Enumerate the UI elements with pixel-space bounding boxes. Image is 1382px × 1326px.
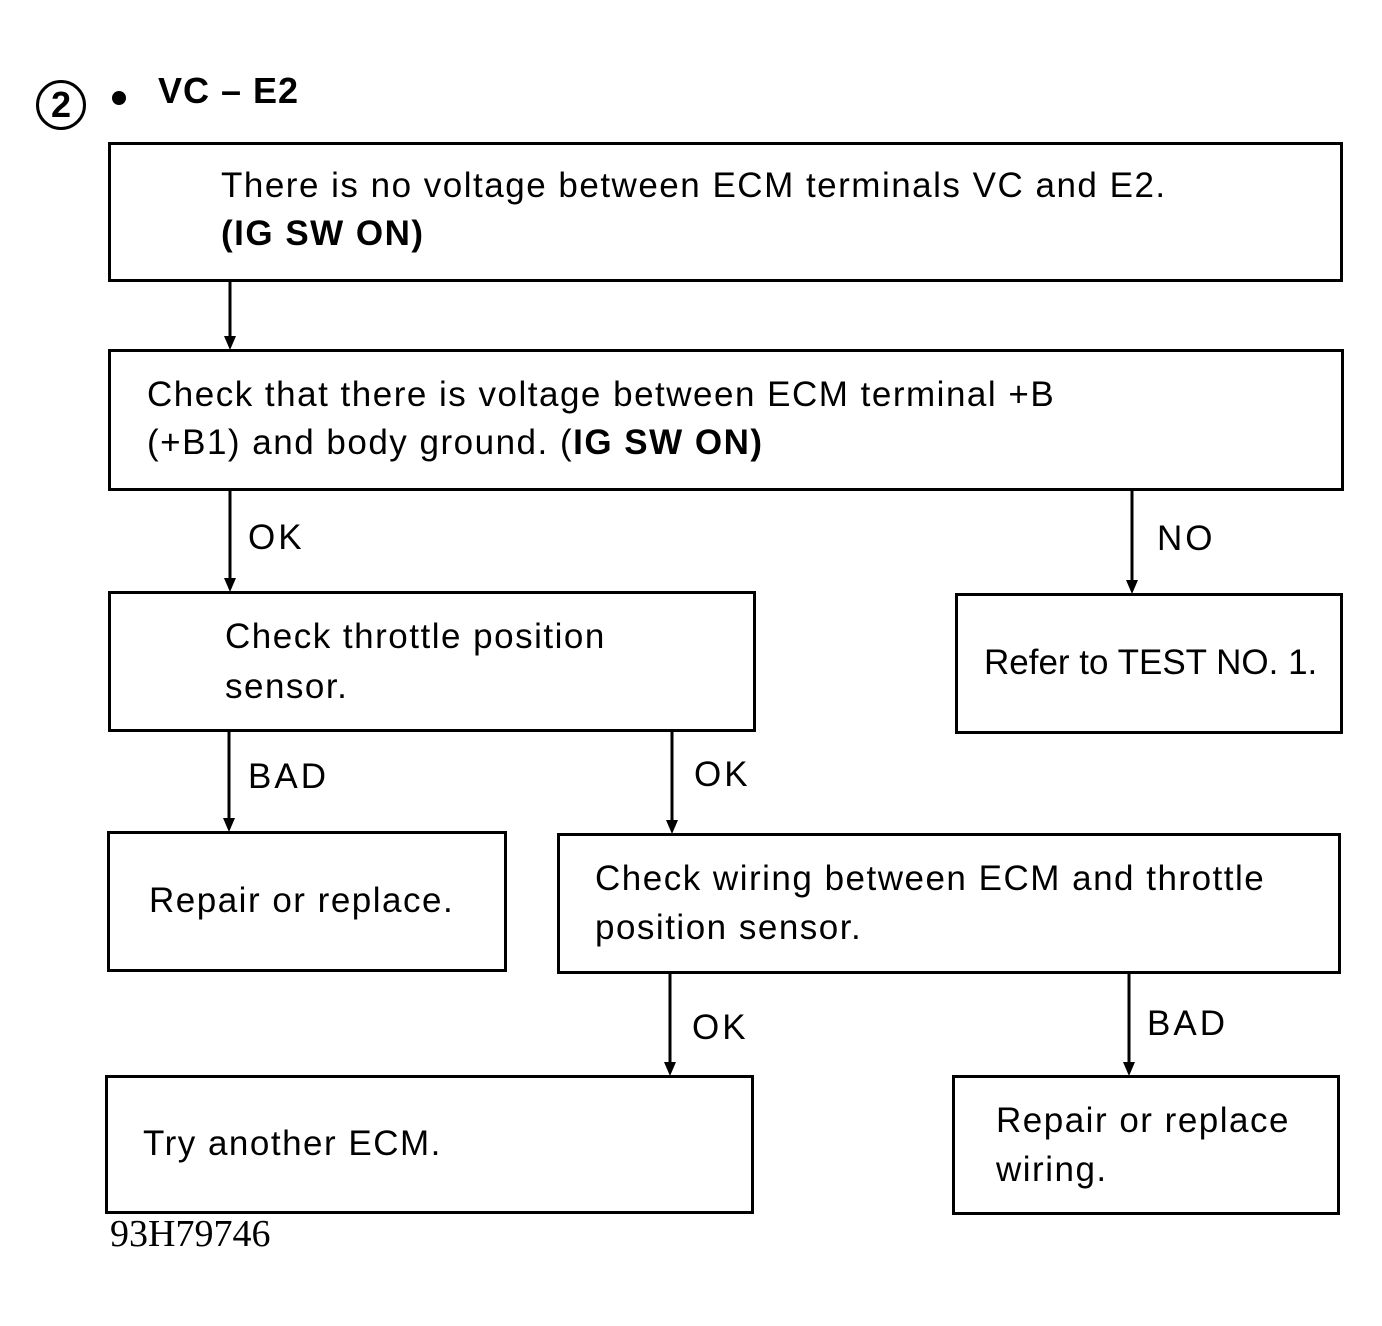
- edge-label-voltage-no: NO: [1157, 519, 1216, 558]
- try-ecm-text: Try another ECM.: [143, 1124, 442, 1163]
- edge-label-tps-ok: OK: [694, 755, 751, 794]
- repair-wiring-line1: Repair or replace: [996, 1101, 1290, 1140]
- check-tps-box: Check throttle position sensor.: [108, 591, 756, 732]
- repair-replace-text: Repair or replace.: [149, 881, 455, 920]
- start-line2: (IG SW ON): [221, 214, 425, 253]
- check-voltage-line2: (+B1) and body ground. (IG SW ON): [147, 418, 764, 467]
- arrowhead: [224, 578, 236, 592]
- arrowhead: [1126, 580, 1138, 594]
- bullet-icon: [112, 91, 126, 105]
- check-wiring-line2: position sensor.: [595, 908, 863, 947]
- edge-label-wiring-ok: OK: [692, 1008, 749, 1047]
- check-wiring-line1: Check wiring between ECM and throttle: [595, 859, 1266, 898]
- step-number: 2: [50, 84, 72, 125]
- start-line1: There is no voltage between ECM terminal…: [221, 166, 1167, 205]
- step-number-badge: 2: [36, 80, 86, 130]
- check-voltage-line2-b: IG SW ON): [573, 423, 764, 462]
- check-voltage-line2-a: (+B1) and body ground. (: [147, 423, 574, 462]
- try-ecm-box: Try another ECM.: [105, 1075, 754, 1214]
- check-voltage-box: Check that there is voltage between ECM …: [108, 349, 1344, 491]
- refer-text: Refer to TEST NO. 1.: [984, 643, 1318, 682]
- arrowhead: [224, 336, 236, 350]
- repair-wiring-line2: wiring.: [996, 1150, 1108, 1189]
- check-tps-line2: sensor.: [225, 667, 349, 706]
- check-wiring-box: Check wiring between ECM and throttle po…: [557, 833, 1341, 974]
- repair-replace-box: Repair or replace.: [107, 831, 507, 972]
- arrowhead: [1123, 1062, 1135, 1076]
- check-voltage-line1: Check that there is voltage between ECM …: [147, 375, 1056, 414]
- refer-box: Refer to TEST NO. 1.: [955, 593, 1343, 734]
- arrowhead: [223, 818, 235, 832]
- edge-label-wiring-bad: BAD: [1147, 1004, 1228, 1043]
- repair-wiring-box: Repair or replace wiring.: [952, 1075, 1340, 1215]
- diagram-title: VC – E2: [158, 70, 300, 111]
- edge-label-voltage-ok: OK: [248, 518, 305, 557]
- figure-code: 93H79746: [110, 1213, 271, 1255]
- edge-label-tps-bad: BAD: [248, 757, 329, 796]
- arrowhead: [666, 820, 678, 834]
- start-box: There is no voltage between ECM terminal…: [108, 142, 1343, 282]
- arrowhead: [664, 1062, 676, 1076]
- check-tps-line1: Check throttle position: [225, 617, 606, 656]
